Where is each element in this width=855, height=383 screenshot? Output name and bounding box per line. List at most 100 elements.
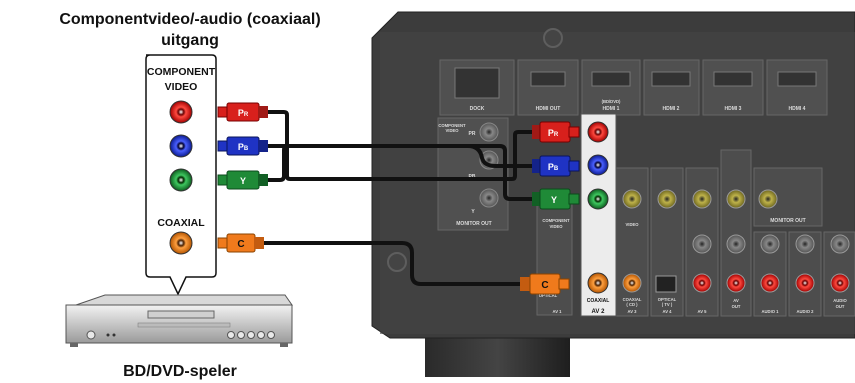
rx-video-label: VIDEO [625,222,639,227]
rx-video-jack [622,189,642,209]
plug-c-source: C [217,233,264,253]
rx-y-jack [479,188,499,208]
heading-line-2: uitgang [161,32,219,49]
rx-audio1-label: AUDIO 1 [762,309,780,314]
plug-y-receiver-label: Y [551,195,557,205]
plug-pb-receiver: PB [532,155,580,177]
cable-pr [266,110,534,181]
source-jack-panel: COMPONENT VIDEO COAXIAL [145,54,217,296]
bd-dvd-player [65,294,293,347]
hdmi2-label: HDMI 2 [663,106,680,112]
av2-pr-jack [587,121,609,143]
hdmi2-port [651,71,691,87]
rx-coax-cd-jack [622,273,642,293]
rx-video2-jack [657,189,677,209]
screw-icon [387,252,407,272]
rx-avout-video-jack [726,189,746,209]
hdmi4-label: HDMI 4 [789,106,806,112]
hdmi-out-label: HDMI OUT [536,106,561,112]
rx-optical-port [655,275,677,293]
av2-coaxial-jack [587,272,609,294]
cables [260,110,534,286]
rx-monitor-out-2-label: MONITOR OUT [770,218,805,224]
plug-y-source: Y [217,170,268,190]
hdmi1-label: HDMI 1 [603,106,620,112]
hdmi4-port [777,71,817,87]
plug-pb-source: PB [217,136,268,156]
power-button-icon [86,330,96,340]
rx-audioout-l-jack [830,234,850,254]
rx-y-label: Y [471,209,475,215]
rx-monitor-out-label: MONITOR OUT [456,221,491,227]
rx-monitor-video-jack [758,189,778,209]
rx-audio1-l-jack [760,234,780,254]
cable-coax [260,241,532,286]
hdmi-out-port [530,71,566,87]
plug-c-source-label: C [237,239,244,250]
rx-audio-l-jack [692,234,712,254]
rx-audioout-label-1: AUDIO [833,298,847,303]
plug-y-receiver: Y [532,188,580,210]
rx-avout-label-1: AV [733,298,739,303]
source-pb-jack [169,134,193,158]
heading-line-1: Componentvideo/-audio (coaxiaal) [59,11,320,28]
plug-c-receiver-label: C [541,280,548,291]
av2-label: AV 2 [592,309,606,315]
plug-pr-source-label: PR [238,108,249,118]
screw-icon [543,28,563,48]
source-pr-jack [169,100,193,124]
rx-audio2-l-jack [795,234,815,254]
rx-optical-label: OPTICAL [539,293,558,298]
rx-cd-label: ( CD ) [626,302,638,307]
hdmi1-sub-label: (BD/DVD) [602,99,621,104]
source-coaxial-label: COAXIAL [157,217,205,229]
rx-pr-label: PR [469,131,476,137]
av2-pb-jack [587,154,609,176]
source-plugs: PR PB Y C [217,102,268,253]
av2-y-jack [587,188,609,210]
rx-coax-cd-label: COAXIAL [623,297,642,302]
plug-pr-receiver-label: PR [548,128,559,138]
rx-audio-r-jack [692,273,712,293]
rx-av4-label: AV 4 [663,309,673,314]
source-y-jack [169,168,193,192]
plug-pr-source: PR [217,102,268,122]
rx-optical-tv-label: OPTICAL [658,297,677,302]
rx-audio2-label: AUDIO 2 [797,309,815,314]
source-component-label-2: VIDEO [165,81,198,93]
plug-pr-receiver: PR [532,121,580,143]
rx-audioout-label-2: OUT [836,304,845,309]
rx-pr-jack [479,122,499,142]
receiver-plugs: PR PB Y C [520,121,580,295]
source-coaxial-jack [169,231,193,255]
rx-component-label-1: COMPONENT [438,123,466,128]
device-label: BD/DVD-speler [123,363,237,380]
rx-audioout-r-jack [830,273,850,293]
rx-avout-label-2: OUT [732,304,741,309]
rx-tv-label: ( TV ) [662,302,673,307]
rx-audio2-r-jack [795,273,815,293]
rx-video3-jack [692,189,712,209]
rx-audio1-r-jack [760,273,780,293]
cable-y [266,144,534,201]
hdmi3-label: HDMI 3 [725,106,742,112]
dock-label: DOCK [470,106,485,112]
av-receiver: DOCK HDMI OUT (BD/DVD) HDMI 1 HDMI 2 HDM… [371,11,855,377]
plug-pb-receiver-label: PB [548,162,559,172]
disc-tray [147,310,215,319]
av2-coaxial-label: COAXIAL [587,298,610,304]
rx-avout-l-jack [726,234,746,254]
plug-y-source-label: Y [240,176,246,186]
source-component-label-1: COMPONENT [147,66,216,78]
receiver-foot [425,332,570,377]
plug-pb-source-label: PB [238,142,249,152]
rx-avout-r-jack [726,273,746,293]
rx-av5-label: AV 5 [698,309,708,314]
rx-component-label-4: VIDEO [549,224,563,229]
hdmi3-port [713,71,753,87]
dock-port [454,67,500,99]
rx-av1-label: AV 1 [553,309,563,314]
rx-component-label-2: VIDEO [445,128,459,133]
rx-component-label-3: COMPONENT [542,218,570,223]
